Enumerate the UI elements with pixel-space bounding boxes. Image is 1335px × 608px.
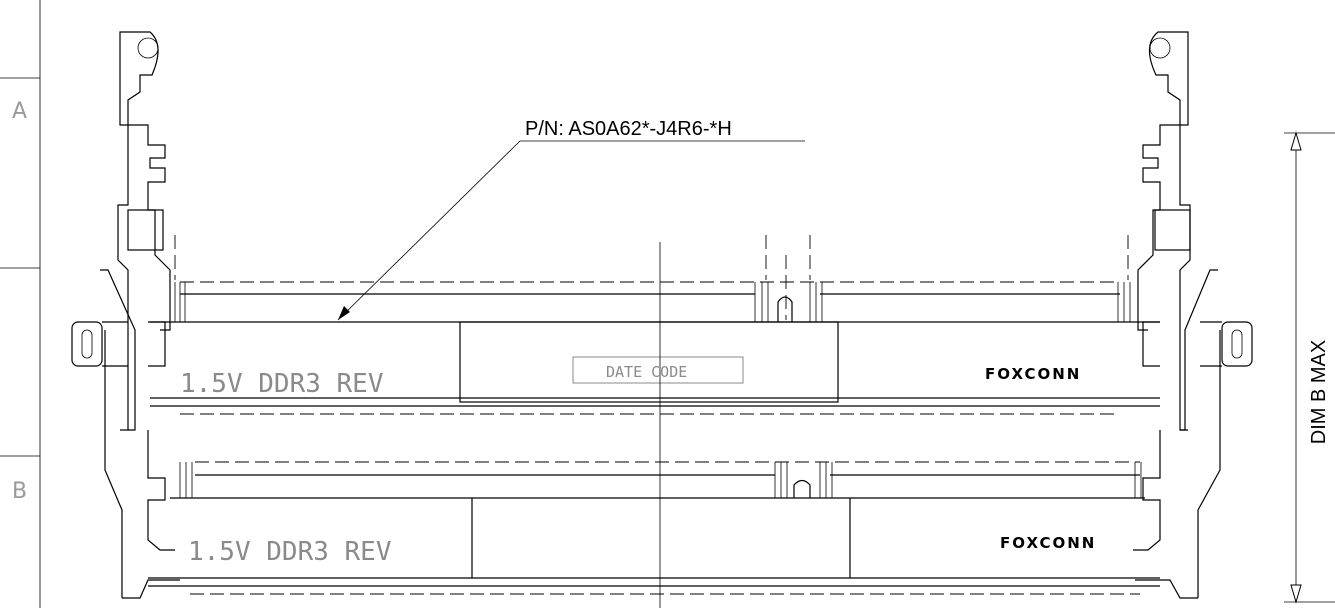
dimension-b bbox=[1284, 131, 1335, 604]
lower-module bbox=[148, 461, 1160, 595]
right-latch bbox=[1133, 31, 1253, 599]
part-number-leader bbox=[337, 140, 805, 321]
zone-label-b: B bbox=[12, 479, 27, 504]
date-code-label: DATE CODE bbox=[606, 363, 687, 381]
lower-brand-logo: FOXCONN bbox=[1000, 534, 1096, 552]
part-number-label: P/N: AS0A62*-J4R6-*H bbox=[525, 118, 732, 140]
upper-pin-marks bbox=[174, 282, 1131, 322]
lower-voltage-label: 1.5V DDR3 REV bbox=[188, 537, 392, 567]
left-latch bbox=[71, 31, 180, 599]
zone-label-a: A bbox=[12, 99, 27, 124]
dimension-label: DIM B MAX bbox=[1308, 340, 1330, 444]
upper-brand-logo: FOXCONN bbox=[985, 365, 1081, 383]
reference-lines bbox=[174, 235, 1129, 608]
lower-pin-marks bbox=[179, 462, 1142, 498]
upper-module bbox=[150, 281, 1160, 415]
upper-voltage-label: 1.5V DDR3 REV bbox=[180, 369, 384, 399]
zone-frame bbox=[0, 0, 41, 608]
